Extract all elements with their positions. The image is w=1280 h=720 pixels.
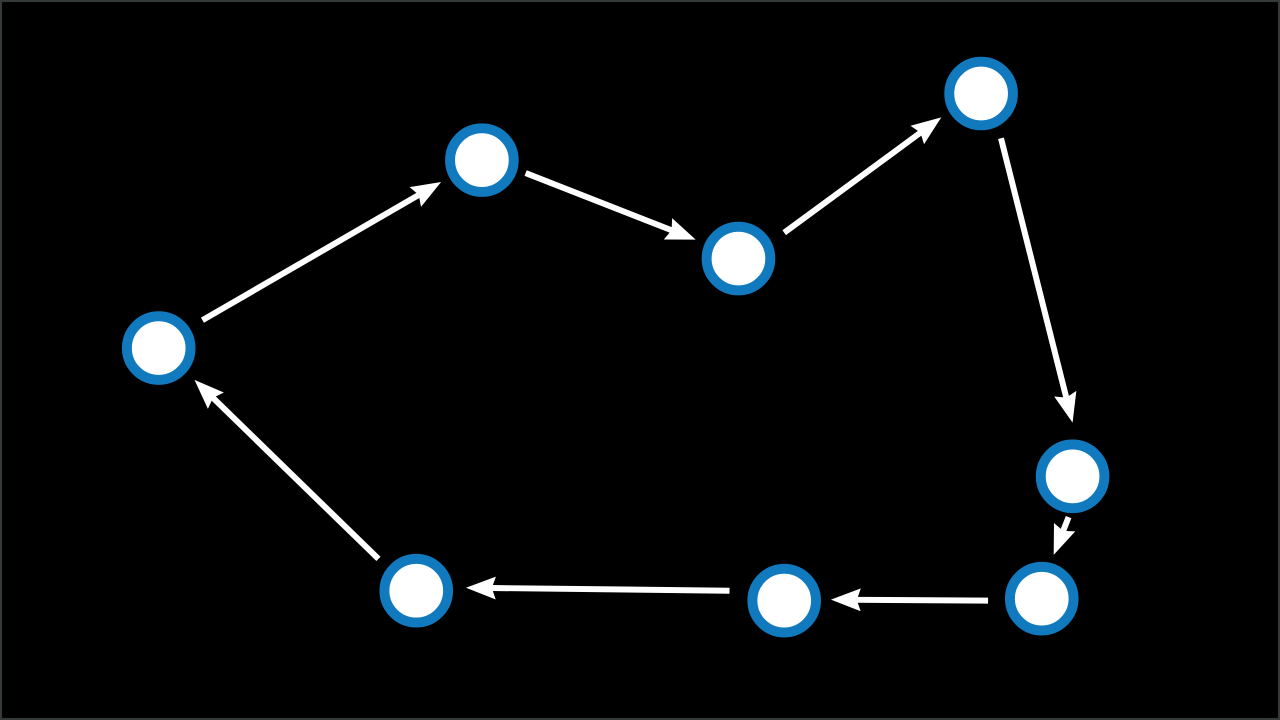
graph-node-circle [701, 221, 776, 296]
graph-node-circle [121, 311, 196, 385]
node-top-right [944, 56, 1018, 131]
node-left [121, 311, 196, 385]
edge-top-right-to-right [998, 137, 1077, 423]
edge-left-to-upper-left [200, 181, 442, 323]
edge-bottom-left-to-left [194, 379, 381, 562]
arrowhead-icon [465, 576, 496, 600]
arrowhead-icon [409, 181, 442, 207]
arrow-shaft [998, 137, 1070, 399]
arrow-shaft [856, 596, 989, 604]
graph-node-circle [1035, 439, 1110, 514]
arrow-shaft [1060, 516, 1072, 532]
node-right [1035, 439, 1110, 514]
node-bottom-left [379, 553, 454, 628]
arrowhead-icon [1054, 390, 1077, 423]
arrowhead-icon [663, 218, 696, 240]
arrow-shaft [524, 170, 673, 234]
edge-middle-to-top-right [782, 117, 942, 236]
edge-bottom-middle-to-bottom-left [465, 576, 730, 600]
node-upper-left [445, 123, 519, 197]
arrow-shaft [200, 192, 421, 323]
edge-right-to-bottom-right [1053, 516, 1076, 555]
arrow-shaft [782, 130, 923, 236]
arrowhead-icon [910, 117, 942, 145]
arrow-shaft [491, 585, 730, 594]
graph-node-circle [379, 553, 454, 628]
graph-node-circle [1004, 561, 1079, 636]
arrowhead-icon [194, 379, 224, 409]
graph-node-circle [944, 56, 1018, 131]
edge-bottom-right-to-bottom-middle [830, 588, 989, 612]
arrow-shaft [210, 395, 381, 562]
arrowhead-icon [830, 588, 861, 612]
node-middle [701, 221, 776, 296]
arrowhead-icon [1053, 522, 1076, 555]
edge-upper-left-to-middle [524, 170, 696, 240]
graph-node-circle [747, 563, 821, 638]
node-bottom-right [1004, 561, 1079, 636]
node-bottom-middle [747, 563, 821, 638]
graph-node-circle [445, 123, 519, 197]
